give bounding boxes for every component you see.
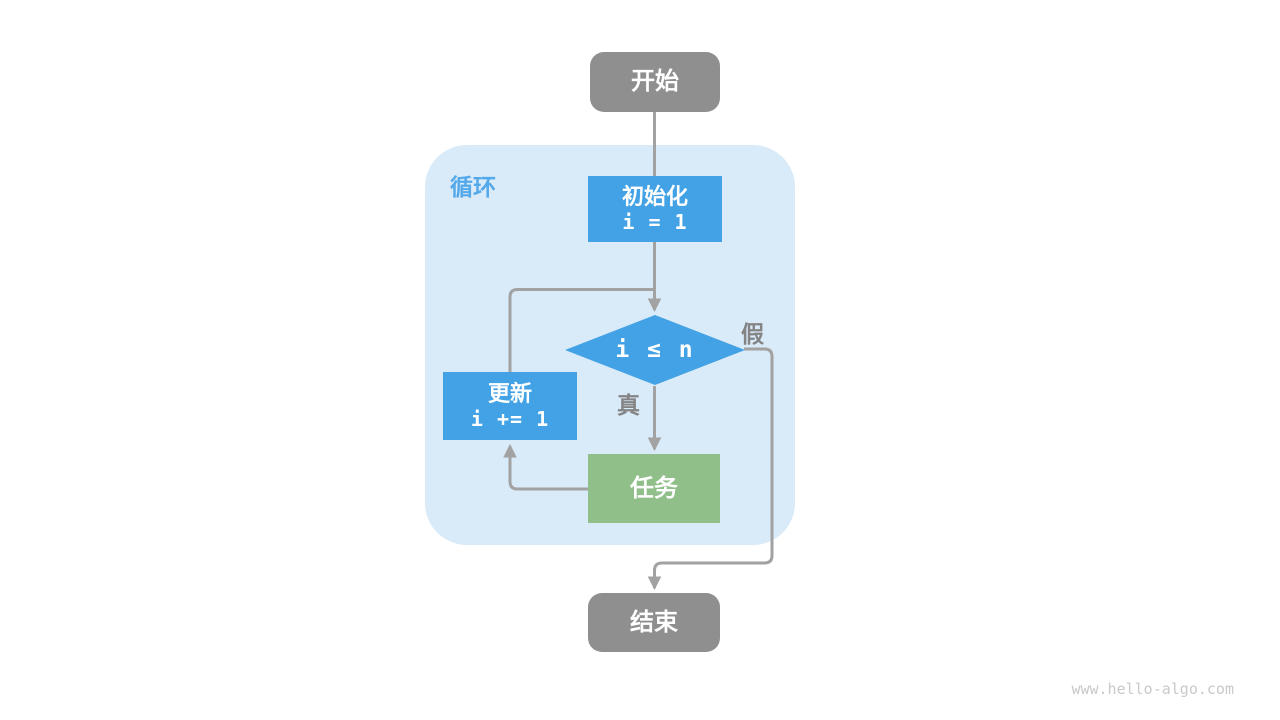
update-node: 更新 i += 1: [443, 372, 577, 440]
end-node: 结束: [588, 593, 720, 652]
condition-node: i ≤ n: [565, 315, 745, 385]
edge-label-true: 真: [617, 392, 640, 418]
init-node-label: 初始化: [621, 183, 688, 209]
edge-update-to-condition: [508, 288, 653, 373]
start-node-label: 开始: [631, 68, 679, 95]
watermark-text: www.hello-algo.com: [1071, 680, 1234, 698]
update-node-label: 更新: [487, 380, 532, 406]
loop-container-label: 循环: [450, 174, 496, 200]
task-node: 任务: [588, 454, 720, 523]
init-node-code: i = 1: [622, 210, 688, 235]
condition-code: i ≤ n: [615, 337, 695, 363]
task-node-label: 任务: [630, 474, 678, 502]
condition-diamond: i ≤ n: [565, 315, 745, 385]
edge-task-to-update: [503, 443, 588, 491]
edge-condition-false-to-end: [647, 347, 774, 591]
init-node: 初始化 i = 1: [588, 176, 722, 242]
end-node-label: 结束: [630, 608, 678, 636]
update-node-code: i += 1: [470, 407, 550, 432]
start-node: 开始: [590, 52, 720, 112]
edge-label-false: 假: [741, 321, 764, 347]
